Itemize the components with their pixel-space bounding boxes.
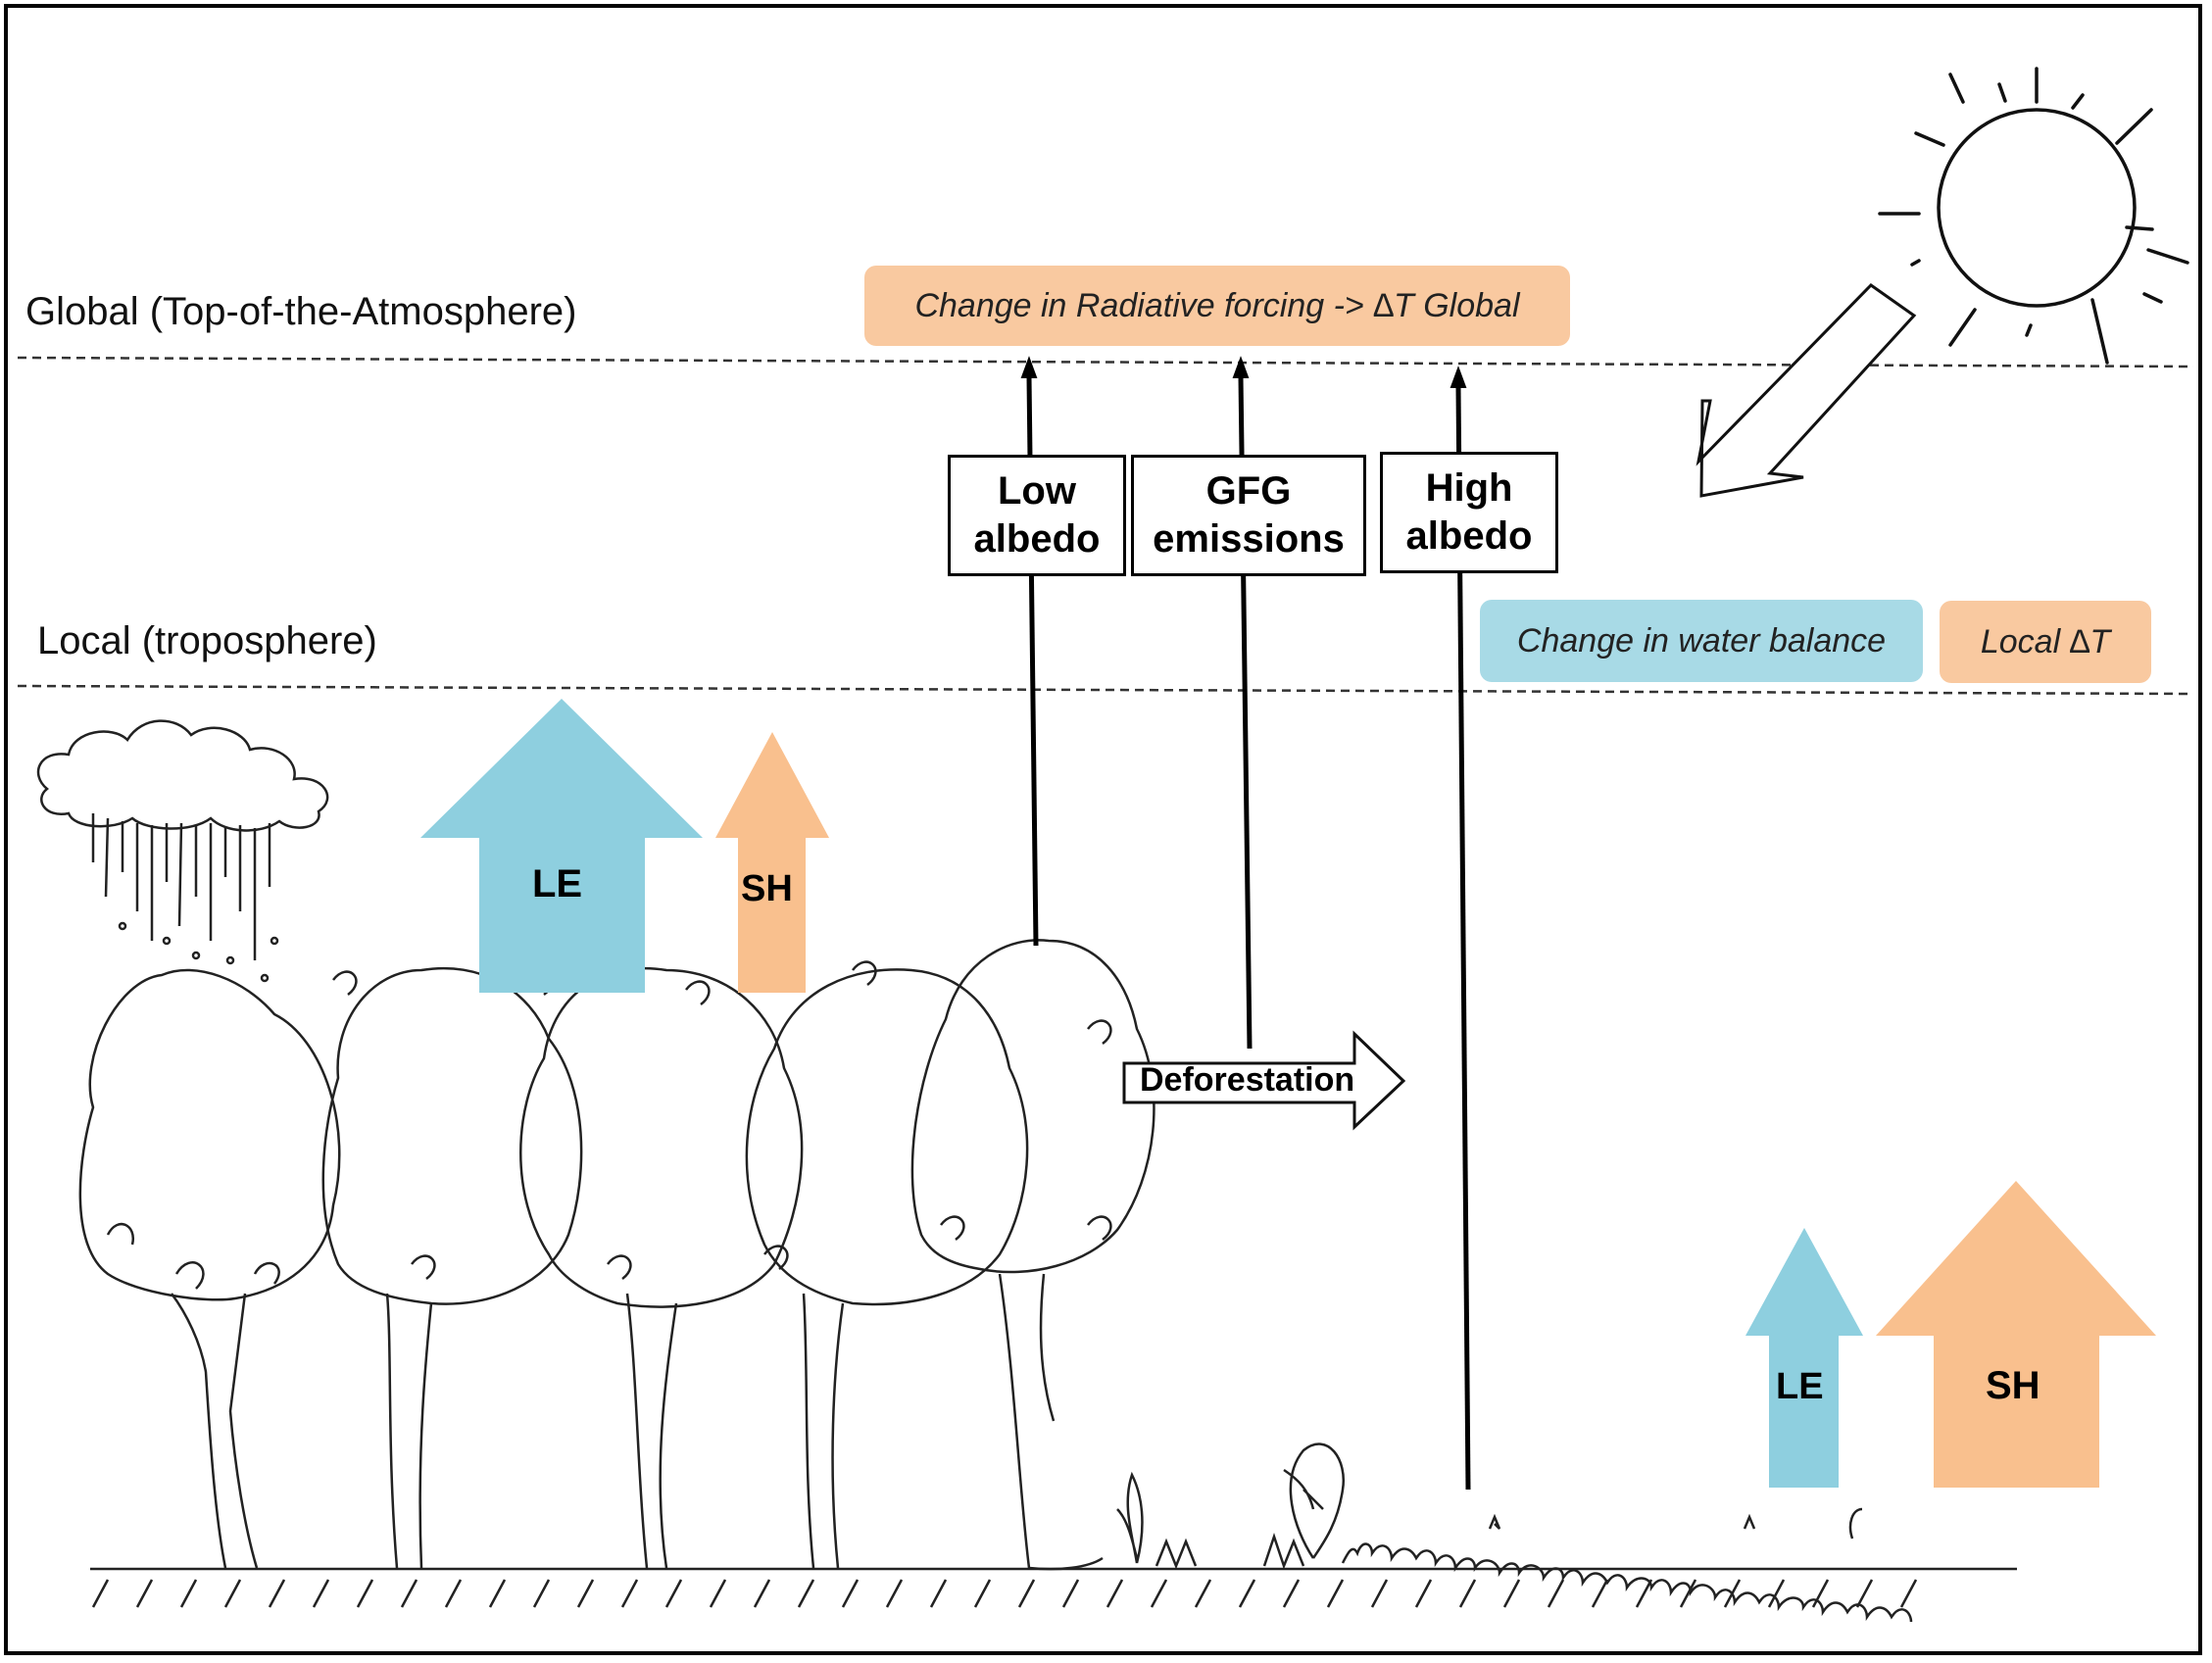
tree-icon xyxy=(78,968,341,1569)
forest-sensible-heat-arrow xyxy=(715,732,829,993)
diagram-frame xyxy=(4,4,2202,1655)
forest-trees xyxy=(78,939,1155,1571)
tree-icon xyxy=(910,939,1155,1571)
forest-sh-label: SH xyxy=(741,868,793,909)
tree-icon xyxy=(519,966,804,1569)
cleared-sh-label: SH xyxy=(1986,1364,2040,1407)
water-balance-box: Change in water balance xyxy=(1480,600,1923,682)
low-albedo-box: Low albedo xyxy=(948,455,1126,576)
high-albedo-box: High albedo xyxy=(1380,452,1558,573)
local-delta-t-box: Local ∆T xyxy=(1940,601,2151,683)
forest-le-label: LE xyxy=(532,862,583,905)
global-level-label: Global (Top-of-the-Atmosphere) xyxy=(25,290,577,333)
radiative-forcing-box: Change in Radiative forcing -> ∆T Global xyxy=(864,266,1570,346)
gfg-emissions-arrowhead xyxy=(1232,356,1250,378)
solar-radiation-arrow xyxy=(1696,283,1917,498)
canopy-detail xyxy=(106,960,1112,1290)
local-level-line xyxy=(17,684,2194,696)
ground xyxy=(90,1567,2017,1608)
forest-latent-heat-arrow xyxy=(420,699,703,993)
tree-icon xyxy=(321,966,583,1569)
deforestation-arrow xyxy=(1122,1030,1406,1131)
cleared-sensible-heat-arrow xyxy=(1876,1181,2156,1488)
low-albedo-arrowhead xyxy=(1020,356,1038,378)
high-albedo-arrowhead xyxy=(1450,366,1467,388)
deforestation-label: Deforestation xyxy=(1140,1061,1355,1099)
sun-icon xyxy=(1878,67,2189,365)
cleared-latent-heat-arrow xyxy=(1745,1228,1863,1488)
tree-icon xyxy=(745,968,1029,1569)
local-level-label: Local (troposphere) xyxy=(37,619,377,662)
cleared-le-label: LE xyxy=(1776,1366,1824,1407)
grass-icon xyxy=(1116,1443,1913,1623)
rain-cloud-icon xyxy=(36,719,329,983)
gfg-emissions-box: GFG emissions xyxy=(1131,455,1366,576)
